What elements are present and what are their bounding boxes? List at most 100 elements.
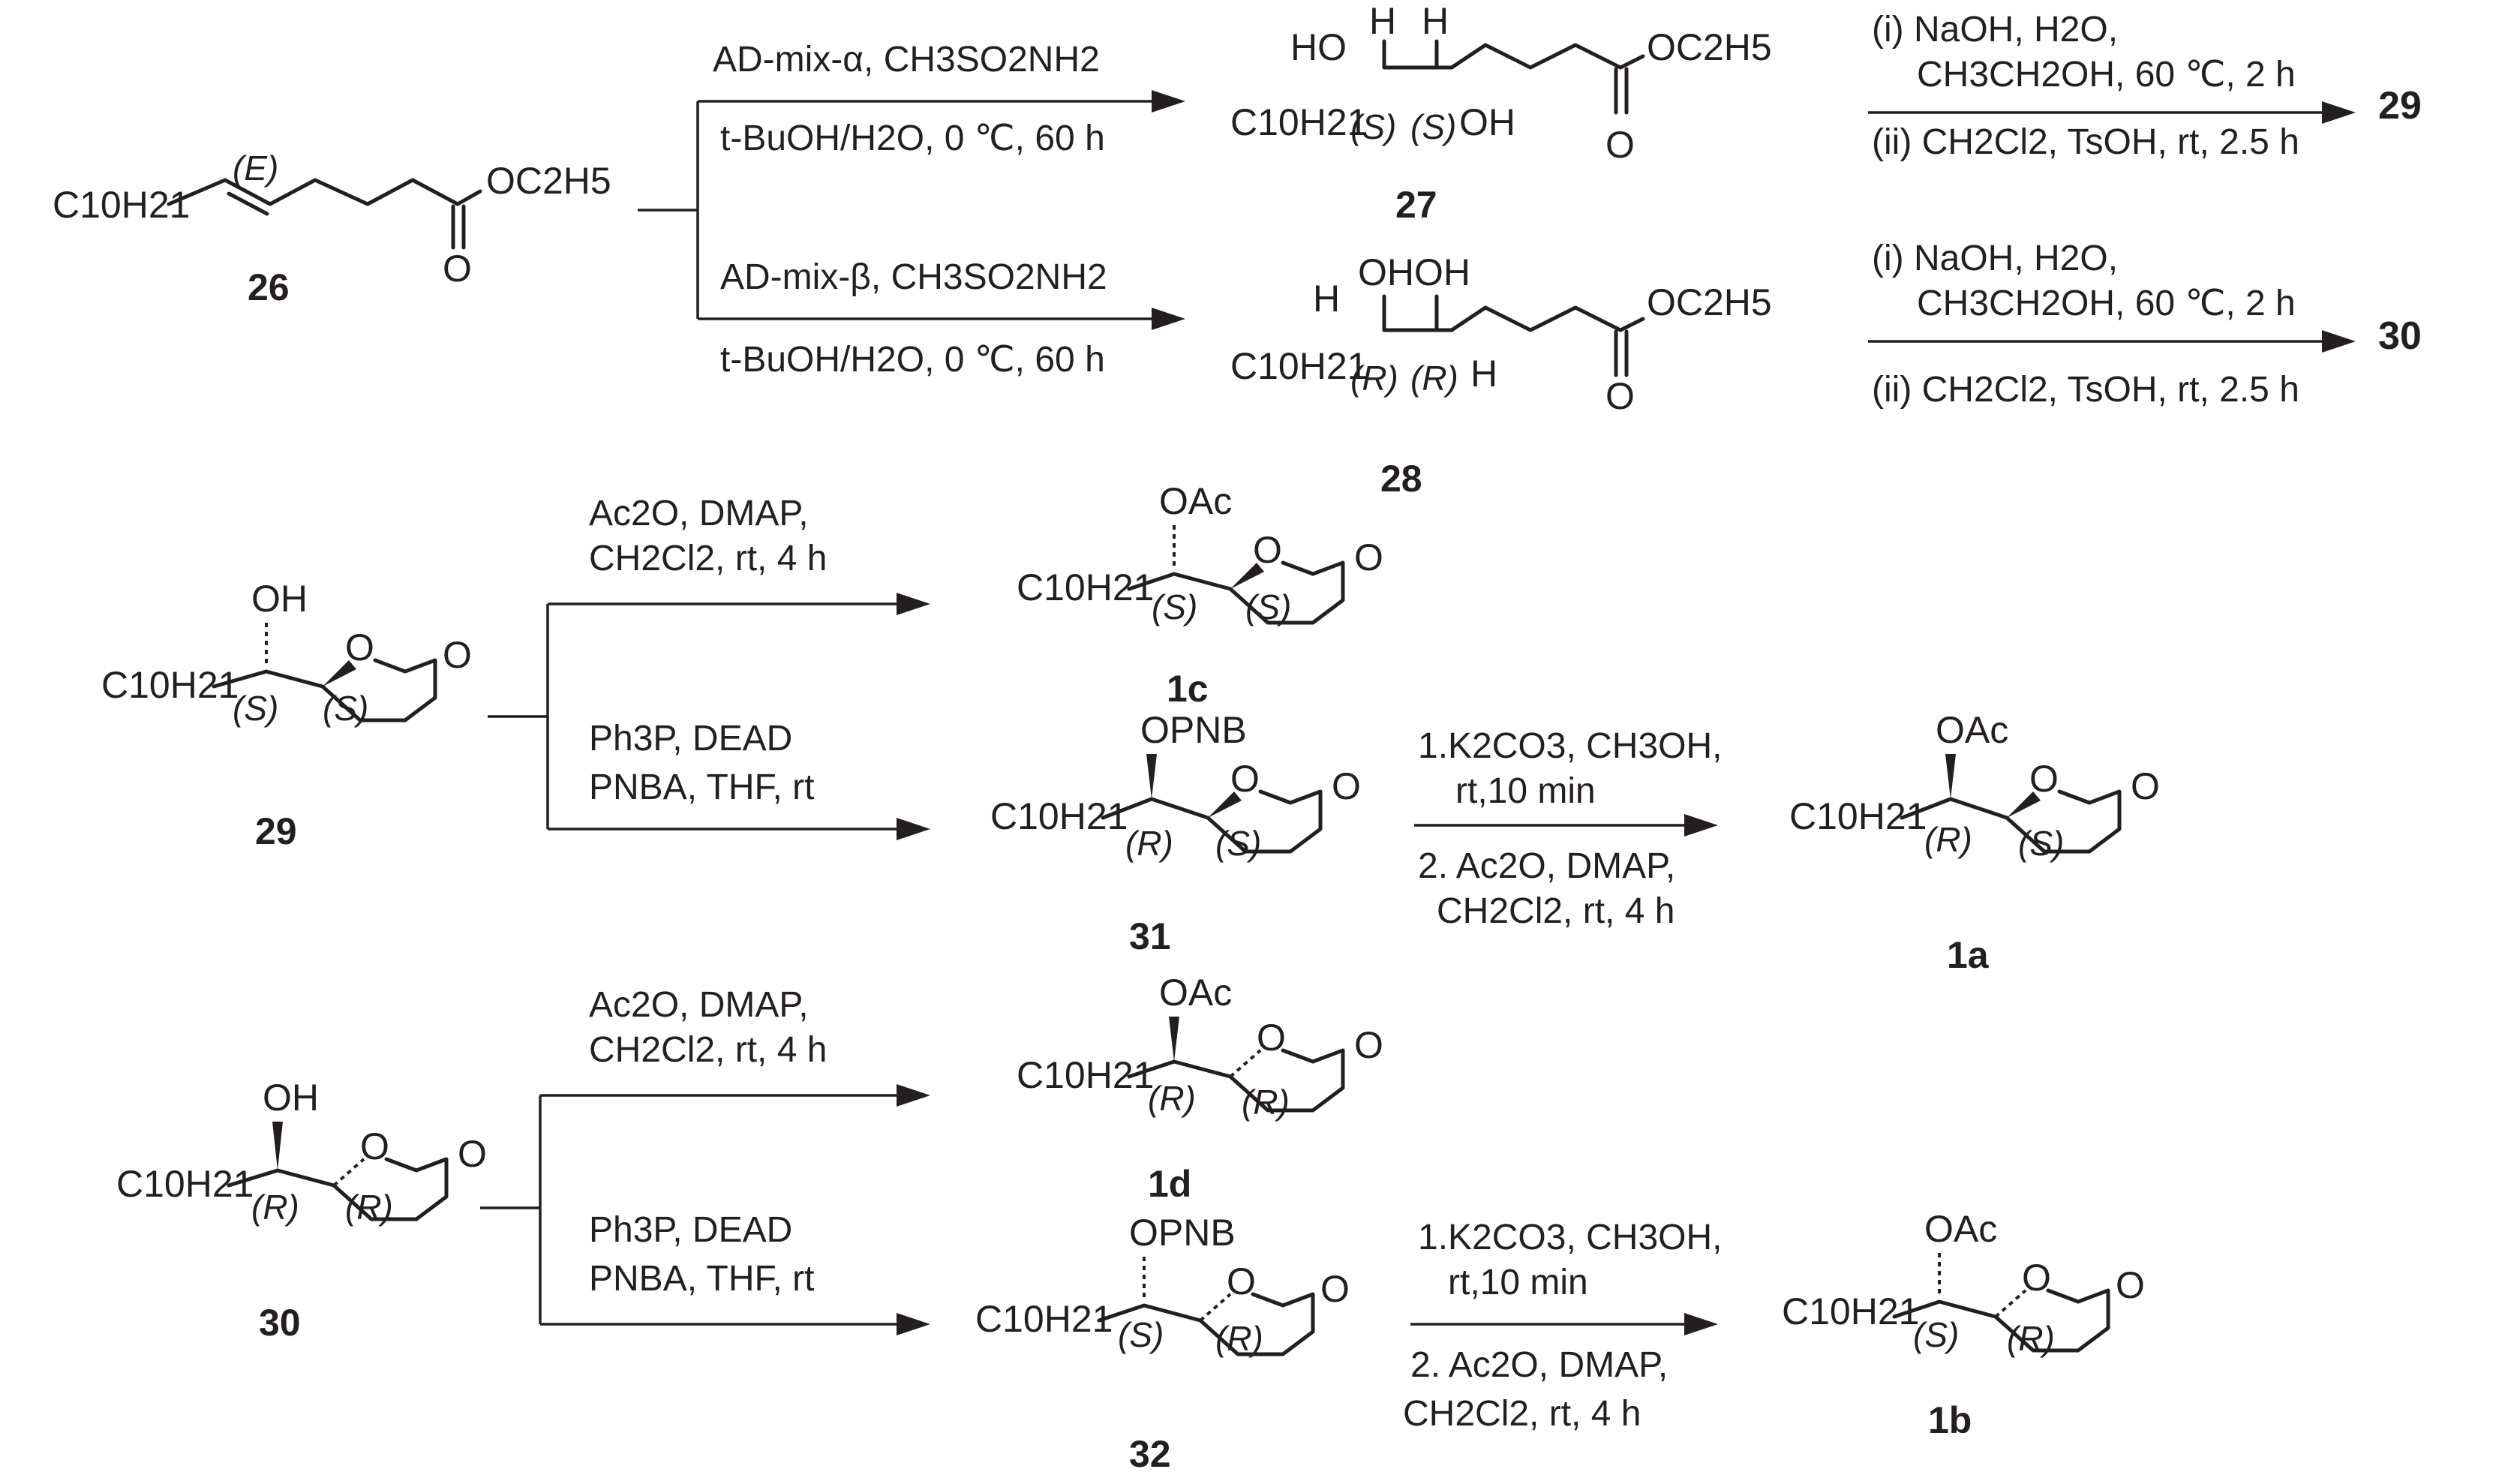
c31-label: 31 (1129, 915, 1171, 957)
c1c-stereo1: (S) (1152, 587, 1197, 626)
c1b-sub: OAc (1924, 1208, 1997, 1250)
c1c-ring-o: O (1253, 529, 1282, 571)
c1d-hash-bond (1229, 1049, 1262, 1078)
c30-wedge (272, 1122, 283, 1170)
c27-ho: HO (1290, 26, 1347, 68)
compound-26: C10H21 (E) OC2H5 O 26 (53, 149, 611, 308)
c28-chain-bonds (1449, 305, 1645, 332)
c1c-wedge (1230, 563, 1264, 589)
compound-28: C10H21 OHOH H H (R) (R) OC2H5 O 28 (1230, 251, 1772, 500)
c1b-stereo1: (S) (1913, 1315, 1959, 1354)
compound-30: C10H21 OH (R) (R) O O 30 (116, 1077, 487, 1344)
c1a-stereo1: (R) (1924, 820, 1972, 859)
cond-27-bottom: t-BuOH/H2O, 0 ℃, 60 h (720, 119, 1105, 158)
c26-double-bond (227, 191, 269, 216)
c28-stereo1: (R) (1350, 359, 1398, 398)
c32-sub: OPNB (1129, 1212, 1236, 1254)
cond-1a-line3: 2. Ac2O, DMAP, (1418, 846, 1675, 886)
c1d-stereo1: (R) (1148, 1079, 1196, 1118)
c32-hash-bond-2 (1199, 1293, 1232, 1322)
c1a-ring-o: O (2029, 758, 2059, 800)
c32-ring (1198, 1292, 1315, 1356)
c1a-label: 1a (1947, 934, 1990, 976)
c28-h1: H (1313, 278, 1340, 320)
c30-hash-bond (332, 1158, 365, 1187)
c1a-sub: OAc (1936, 709, 2008, 751)
c28-carbonyl-o: O (1605, 375, 1635, 417)
c29-ring (320, 658, 437, 722)
c28-label: 28 (1380, 458, 1422, 500)
c26-label: 26 (248, 266, 290, 308)
cond-32-line2: PNBA, THF, rt (589, 1259, 815, 1299)
c1d-ring-o: O (1257, 1017, 1286, 1059)
c29-oh: OH (251, 578, 308, 620)
arrowhead-28 (1152, 308, 1185, 330)
cond-29-line3: (ii) CH2Cl2, TsOH, rt, 2.5 h (1872, 122, 2299, 162)
compound-32: C10H21 OPNB (S) (R) O O 32 (975, 1212, 1350, 1475)
c27-label: 27 (1395, 184, 1437, 226)
arrowhead-1d (897, 1084, 930, 1107)
c27-chain: C10H21 (1230, 101, 1368, 143)
cond-30-line2: CH3CH2OH, 60 ℃, 2 h (1917, 284, 2296, 323)
c27-ester: OC2H5 (1647, 26, 1772, 68)
c26-carbonyl-o: O (443, 248, 472, 290)
compound-27: C10H21 HO H H OH (S) (S) OC2H5 O 27 (1230, 0, 1772, 226)
compound-1d: C10H21 OAc (R) (R) O O 1d (1017, 972, 1383, 1205)
c1b-chain-bonds (1892, 1299, 1998, 1319)
c1a-wedge-2 (2007, 792, 2041, 818)
c32-carbonyl-o: O (1320, 1268, 1350, 1310)
c31-sub: OPNB (1140, 709, 1247, 751)
c30-label: 30 (259, 1302, 301, 1344)
c28-ester: OC2H5 (1647, 281, 1772, 323)
arrowhead-27 (1152, 90, 1185, 113)
cond-1a-line2: rt,10 min (1455, 771, 1596, 811)
c1d-sub: OAc (1159, 972, 1232, 1014)
c29-label: 29 (255, 810, 297, 852)
arrowhead-1c (897, 593, 930, 615)
c1a-chain-bonds (1900, 797, 2009, 820)
c1b-ring (1993, 1288, 2110, 1353)
cond-28-top: AD-mix-β, CH3SO2NH2 (720, 257, 1107, 297)
c27-h2: H (1422, 0, 1449, 42)
arrowhead-30 (2322, 330, 2356, 353)
c1d-chain-bonds (1127, 1059, 1233, 1079)
c1c-carbonyl-o: O (1354, 536, 1383, 578)
c1a-carbonyl-o: O (2131, 765, 2160, 807)
c1a-ring (2005, 789, 2122, 854)
c1c-sub: OAc (1159, 480, 1232, 522)
c30-carbonyl-o: O (458, 1133, 487, 1175)
c28-stereo2: (R) (1410, 359, 1458, 398)
cond-1b-line3: 2. Ac2O, DMAP, (1410, 1345, 1668, 1385)
arrowhead-29 (2322, 101, 2356, 124)
c32-chain: C10H21 (975, 1298, 1113, 1340)
cond-27-top: AD-mix-α, CH3SO2NH2 (713, 40, 1100, 80)
compound-29: C10H21 OH (S) (S) O O 29 (101, 578, 472, 852)
c26-chain-bonds (167, 178, 460, 206)
c1b-ring-o: O (2022, 1257, 2051, 1299)
c32-label: 32 (1129, 1433, 1171, 1475)
c29-ring-o: O (345, 626, 374, 668)
c30-chain-bonds (227, 1168, 336, 1188)
c27-chain-bonds (1449, 43, 1645, 70)
c1c-ring (1228, 560, 1345, 625)
c1b-hash-bond-2 (1994, 1289, 2027, 1318)
c1d-label: 1d (1148, 1163, 1191, 1205)
compound-1c: C10H21 OAc (S) (S) O O 1c (1017, 480, 1383, 710)
c32-stereo2: (R) (1215, 1319, 1263, 1358)
cond-1a-line4: CH2Cl2, rt, 4 h (1437, 891, 1675, 931)
arrowhead-32 (897, 1313, 930, 1335)
compound-1b: C10H21 OAc (S) (R) O O 1b (1782, 1208, 2145, 1441)
c31-wedge-2 (1208, 792, 1242, 818)
c28-h2: H (1470, 353, 1497, 395)
c29-wedge (323, 660, 356, 686)
c29-carbonyl-o: O (443, 634, 472, 676)
c32-ring-o: O (1227, 1260, 1256, 1302)
compound-1a: C10H21 OAc (R) (S) O O 1a (1789, 709, 2160, 976)
c1b-carbonyl-o: O (2116, 1264, 2145, 1306)
c31-stereo1: (R) (1125, 824, 1173, 863)
c27-oh: OH (1459, 101, 1515, 143)
cond-1d-line2: CH2Cl2, rt, 4 h (589, 1030, 827, 1070)
c1a-wedge-1 (1945, 754, 1956, 799)
c30-oh: OH (263, 1077, 319, 1119)
